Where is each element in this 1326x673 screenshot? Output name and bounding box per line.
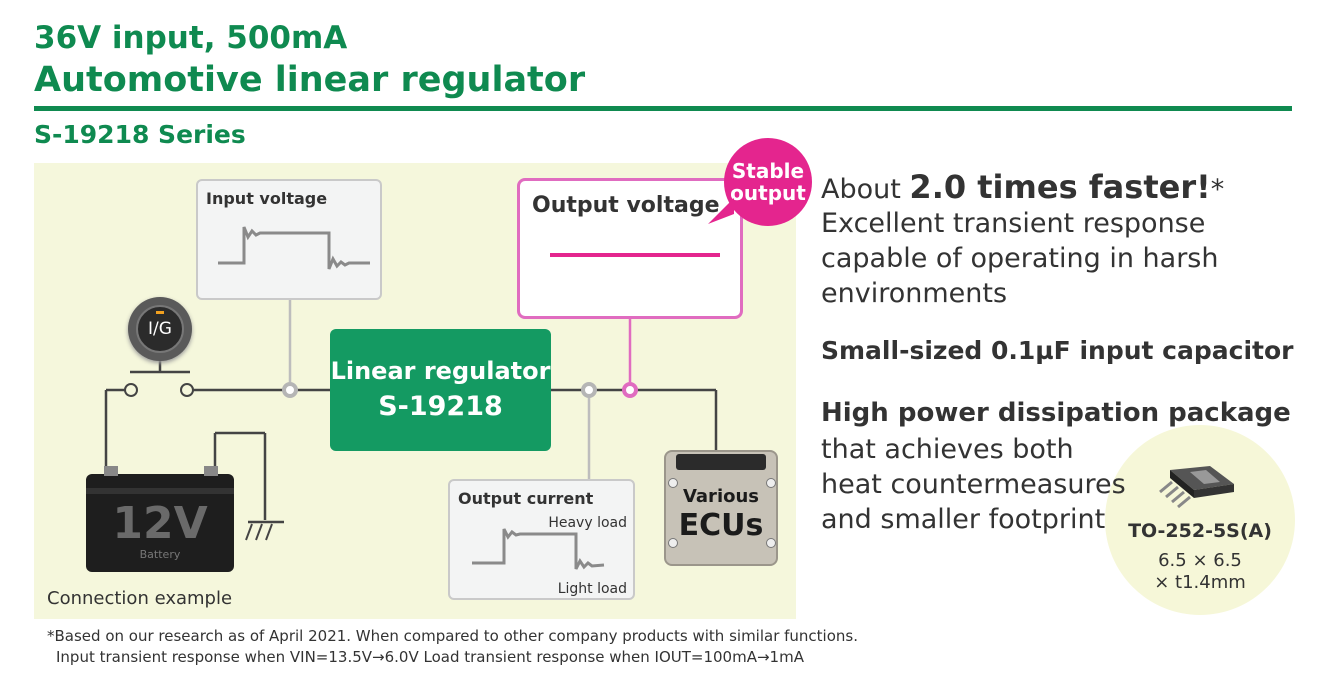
output-current-waveform	[472, 528, 605, 570]
headline-bold: 2.0 times faster!	[909, 168, 1211, 206]
heavy-load-label: Heavy load	[548, 515, 627, 531]
package-line-1: that achieves both	[821, 434, 1074, 465]
feature-line-1: Excellent transient response	[821, 208, 1206, 239]
ecu-label-line2: ECUs	[678, 508, 764, 543]
feature-line-3: environments	[821, 278, 1008, 309]
switch-contact-right	[180, 383, 194, 397]
feature-line-2: capable of operating in harsh	[821, 243, 1219, 274]
stable-output-badge: Stable output	[724, 138, 812, 226]
page-title: Automotive linear regulator	[34, 60, 586, 100]
input-voltage-label: Input voltage	[206, 189, 328, 208]
battery-label: Battery	[139, 548, 181, 561]
capacitor-feature: Small-sized 0.1µF input capacitor	[821, 336, 1294, 365]
battery-voltage: 12V	[112, 498, 208, 549]
series-name: S-19218 Series	[34, 120, 246, 149]
ecu-label-line1: Various	[682, 486, 760, 507]
package-name: TO-252-5S(A)	[1128, 520, 1272, 542]
package-highlight	[1105, 425, 1295, 615]
output-voltage-node	[622, 382, 638, 398]
battery: 12V Battery	[86, 466, 234, 572]
subtitle-spec: 36V input, 500mA	[34, 20, 348, 56]
title-divider	[34, 106, 1292, 111]
output-voltage-waveform	[550, 253, 720, 257]
diagram-caption: Connection example	[47, 588, 233, 609]
footnote-line-1: *Based on our research as of April 2021.…	[47, 627, 858, 645]
headline-mark: *	[1210, 174, 1225, 205]
ignition-label: I/G	[148, 319, 172, 339]
package-line-3: and smaller footprint	[821, 504, 1106, 535]
package-line-2: heat countermeasures	[821, 469, 1126, 500]
regulator-part: S-19218	[378, 391, 503, 422]
package-feature-title: High power dissipation package	[821, 398, 1291, 428]
footnote-line-2: Input transient response when VIN=13.5V→…	[56, 648, 804, 666]
package-chip-icon	[1159, 466, 1234, 509]
headline-prefix: About	[821, 174, 901, 205]
output-current-label: Output current	[458, 489, 594, 508]
output-current-box: Output current Heavy load Light load	[448, 479, 635, 600]
switch-contact-left	[124, 383, 138, 397]
input-voltage-waveform	[218, 226, 370, 270]
package-size-2: × t1.4mm	[1154, 572, 1246, 593]
regulator-label: Linear regulator	[330, 357, 551, 385]
badge-line1: Stable	[731, 159, 805, 183]
ecu-module: Various ECUs	[664, 450, 778, 566]
package-size-1: 6.5 × 6.5	[1158, 550, 1242, 571]
linear-regulator-block: Linear regulator S-19218	[330, 329, 551, 451]
output-current-node	[581, 382, 597, 398]
ignition-button: I/G	[128, 297, 192, 361]
badge-pointer	[708, 198, 734, 224]
input-voltage-box: Input voltage	[196, 179, 382, 300]
headline: About 2.0 times faster!*	[821, 168, 1224, 206]
light-load-label: Light load	[557, 581, 627, 597]
output-voltage-label: Output voltage	[532, 193, 720, 218]
badge-line2: output	[730, 181, 806, 205]
input-node	[282, 382, 298, 398]
output-voltage-box: Output voltage	[517, 178, 743, 319]
